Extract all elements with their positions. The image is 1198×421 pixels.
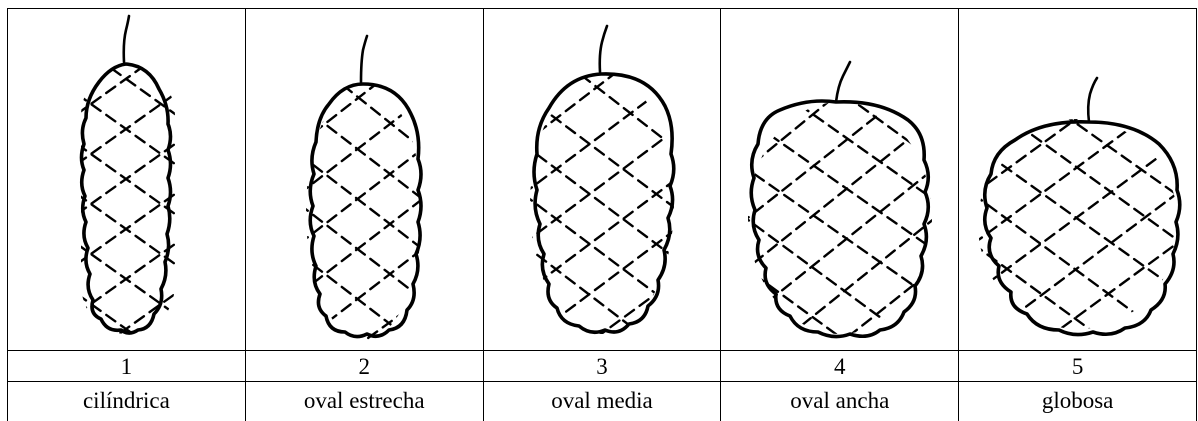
cone-label-2: oval estrecha (245, 381, 483, 421)
cone-number-2: 2 (245, 351, 483, 382)
cone-label-1: cilíndrica (8, 381, 246, 421)
cone-number-4: 4 (721, 351, 959, 382)
cone-label-3: oval media (483, 381, 721, 421)
cone-cell-1 (8, 9, 246, 351)
cone-number-1: 1 (8, 351, 246, 382)
globose-cone-icon (963, 14, 1193, 346)
narrow-oval-cone-icon (279, 14, 449, 346)
cylindrical-cone-icon (51, 14, 201, 346)
broad-oval-cone-icon (730, 14, 950, 346)
cone-number-3: 3 (483, 351, 721, 382)
cone-shape-table: 1 2 3 4 5 cilíndrica oval estrecha oval … (7, 8, 1197, 421)
cone-cell-5 (959, 9, 1197, 351)
cone-label-4: oval ancha (721, 381, 959, 421)
cone-cell-4 (721, 9, 959, 351)
drawing-row (8, 9, 1197, 351)
cone-cell-3 (483, 9, 721, 351)
cone-number-5: 5 (959, 351, 1197, 382)
label-row: cilíndrica oval estrecha oval media oval… (8, 381, 1197, 421)
medium-oval-cone-icon (507, 14, 697, 346)
cone-label-5: globosa (959, 381, 1197, 421)
number-row: 1 2 3 4 5 (8, 351, 1197, 382)
cone-cell-2 (245, 9, 483, 351)
